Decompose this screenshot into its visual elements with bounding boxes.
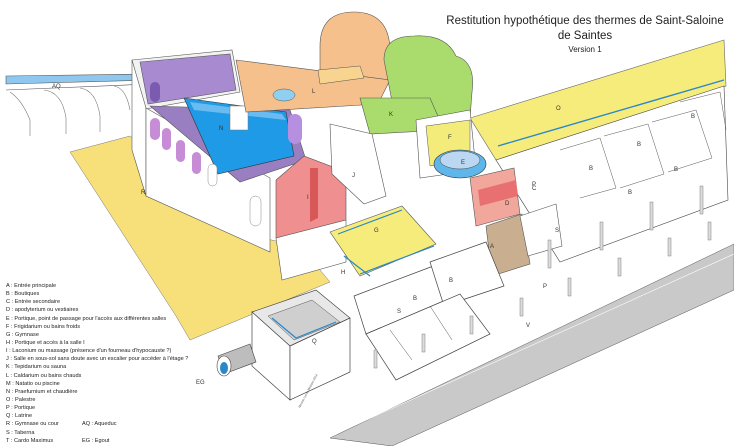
legend-item: O : Palestre <box>6 396 196 404</box>
label-p-1: P <box>532 182 536 188</box>
legend-item: N : Praefurnium et chaudière <box>6 388 196 396</box>
label-f: F <box>448 135 452 141</box>
legend-text: J : Salle en sous-sol sans doute avec un… <box>6 356 189 363</box>
legend-item: E : Portique, point de passage pour l'ac… <box>6 315 196 323</box>
label-n: N <box>219 126 223 132</box>
legend-text: N : Praefurnium et chaudière <box>6 388 78 395</box>
legend-item: J : Salle en sous-sol sans doute avec un… <box>6 355 196 363</box>
label-j: J <box>352 173 355 179</box>
cardo-maximus <box>329 243 734 446</box>
legend-text: P : Portique <box>6 405 36 412</box>
legend-text-right: AQ : Aqueduc <box>82 421 117 428</box>
label-v: V <box>526 323 530 329</box>
label-d: D <box>505 201 510 207</box>
legend-item: G : Gymnase <box>6 331 196 339</box>
label-s-1: S <box>397 309 401 315</box>
legend: A : Entrée principale B : Boutiques C : … <box>6 282 196 445</box>
legend-text: G : Gymnase <box>6 331 39 338</box>
legend-item: A : Entrée principale <box>6 282 196 290</box>
legend-text: Q : Latrine <box>6 413 33 420</box>
legend-text: H : Portique et accès à la salle I <box>6 339 85 346</box>
label-o: O <box>556 106 561 112</box>
legend-text: O : Palestre <box>6 396 36 403</box>
label-b-4: B <box>674 167 678 173</box>
label-b-7: B <box>413 296 417 302</box>
legend-item: H : Portique et accès à la salle I <box>6 339 196 347</box>
legend-item: S : Taberna <box>6 429 196 437</box>
label-aq: AQ <box>52 84 61 90</box>
label-b-1: B <box>691 114 695 120</box>
legend-item: D : apodyterium ou vestiaires <box>6 306 196 314</box>
legend-text: E : Portique, point de passage pour l'ac… <box>6 315 167 322</box>
lower-boutiques <box>353 241 505 381</box>
label-h: H <box>341 270 345 276</box>
sewer-outlet <box>216 343 257 377</box>
label-g: G <box>374 228 379 234</box>
label-b-2: B <box>637 142 641 148</box>
room-j <box>329 123 387 205</box>
legend-item: C : Entrée secondaire <box>6 298 196 306</box>
legend-item: F : Frigidarium ou bains froids <box>6 323 196 331</box>
legend-text: B : Boutiques <box>6 291 40 298</box>
legend-text: I : Laconium ou massage (présence d'un f… <box>6 348 172 355</box>
aqueduct <box>5 73 153 136</box>
title-line-1: Restitution hypothétique des thermes de … <box>446 15 724 27</box>
legend-text: A : Entrée principale <box>6 283 57 289</box>
laconium-building <box>275 155 347 281</box>
legend-item: M : Natatio ou piscine <box>6 380 196 388</box>
title-line-2: de Saintes <box>557 30 613 42</box>
palestra <box>469 39 727 161</box>
legend-text: S : Taberna <box>6 429 35 436</box>
legend-item: L : Caldarium ou bains chauds <box>6 372 196 380</box>
legend-item: B : Boutiques <box>6 290 196 298</box>
label-p-2: P <box>543 284 547 290</box>
legend-text: L : Caldarium ou bains chauds <box>6 372 82 379</box>
label-c: C <box>532 186 537 192</box>
legend-item: I : Laconium ou massage (présence d'un f… <box>6 347 196 355</box>
diagram-title: Restitution hypothétique des thermes de … <box>440 14 730 56</box>
label-b-6: B <box>449 278 453 284</box>
label-e: E <box>461 160 465 166</box>
label-a: A <box>490 244 494 250</box>
legend-text: D : apodyterium ou vestiaires <box>6 307 79 314</box>
legend-item: Q : Latrine <box>6 412 196 420</box>
label-q: Q <box>312 339 317 345</box>
legend-item: P : Portique <box>6 404 196 412</box>
label-b-5: B <box>628 190 632 196</box>
legend-text: F : Frigidarium ou bains froids <box>6 323 80 330</box>
frigidarium-building <box>415 109 563 277</box>
label-eg: EG <box>196 380 205 386</box>
columns <box>373 185 712 369</box>
label-k: K <box>389 112 393 118</box>
caldarium-building <box>235 11 391 113</box>
label-i: I <box>307 195 309 201</box>
label-s-2: S <box>555 228 559 234</box>
legend-text: R : Gymnase ou cour <box>6 421 59 428</box>
legend-text: C : Entrée secondaire <box>6 299 61 306</box>
label-b-3: B <box>589 166 593 172</box>
legend-item: R : Gymnase ou cour AQ : Aqueduc <box>6 420 196 428</box>
legend-item: K : Tepidarium ou sauna <box>6 363 196 371</box>
version-label: Version 1 <box>568 45 602 54</box>
label-r: R <box>141 190 146 196</box>
legend-item: T : Cardo Maximus EG : Egout <box>6 437 196 445</box>
latrine-building <box>251 289 351 401</box>
legend-text: M : Natatio ou piscine <box>6 380 60 387</box>
legend-text: K : Tepidarium ou sauna <box>6 364 67 371</box>
label-l: L <box>312 89 316 95</box>
gymnasium <box>329 205 437 277</box>
legend-text: T : Cardo Maximus <box>6 437 54 444</box>
legend-text-right: EG : Egout <box>82 437 110 444</box>
